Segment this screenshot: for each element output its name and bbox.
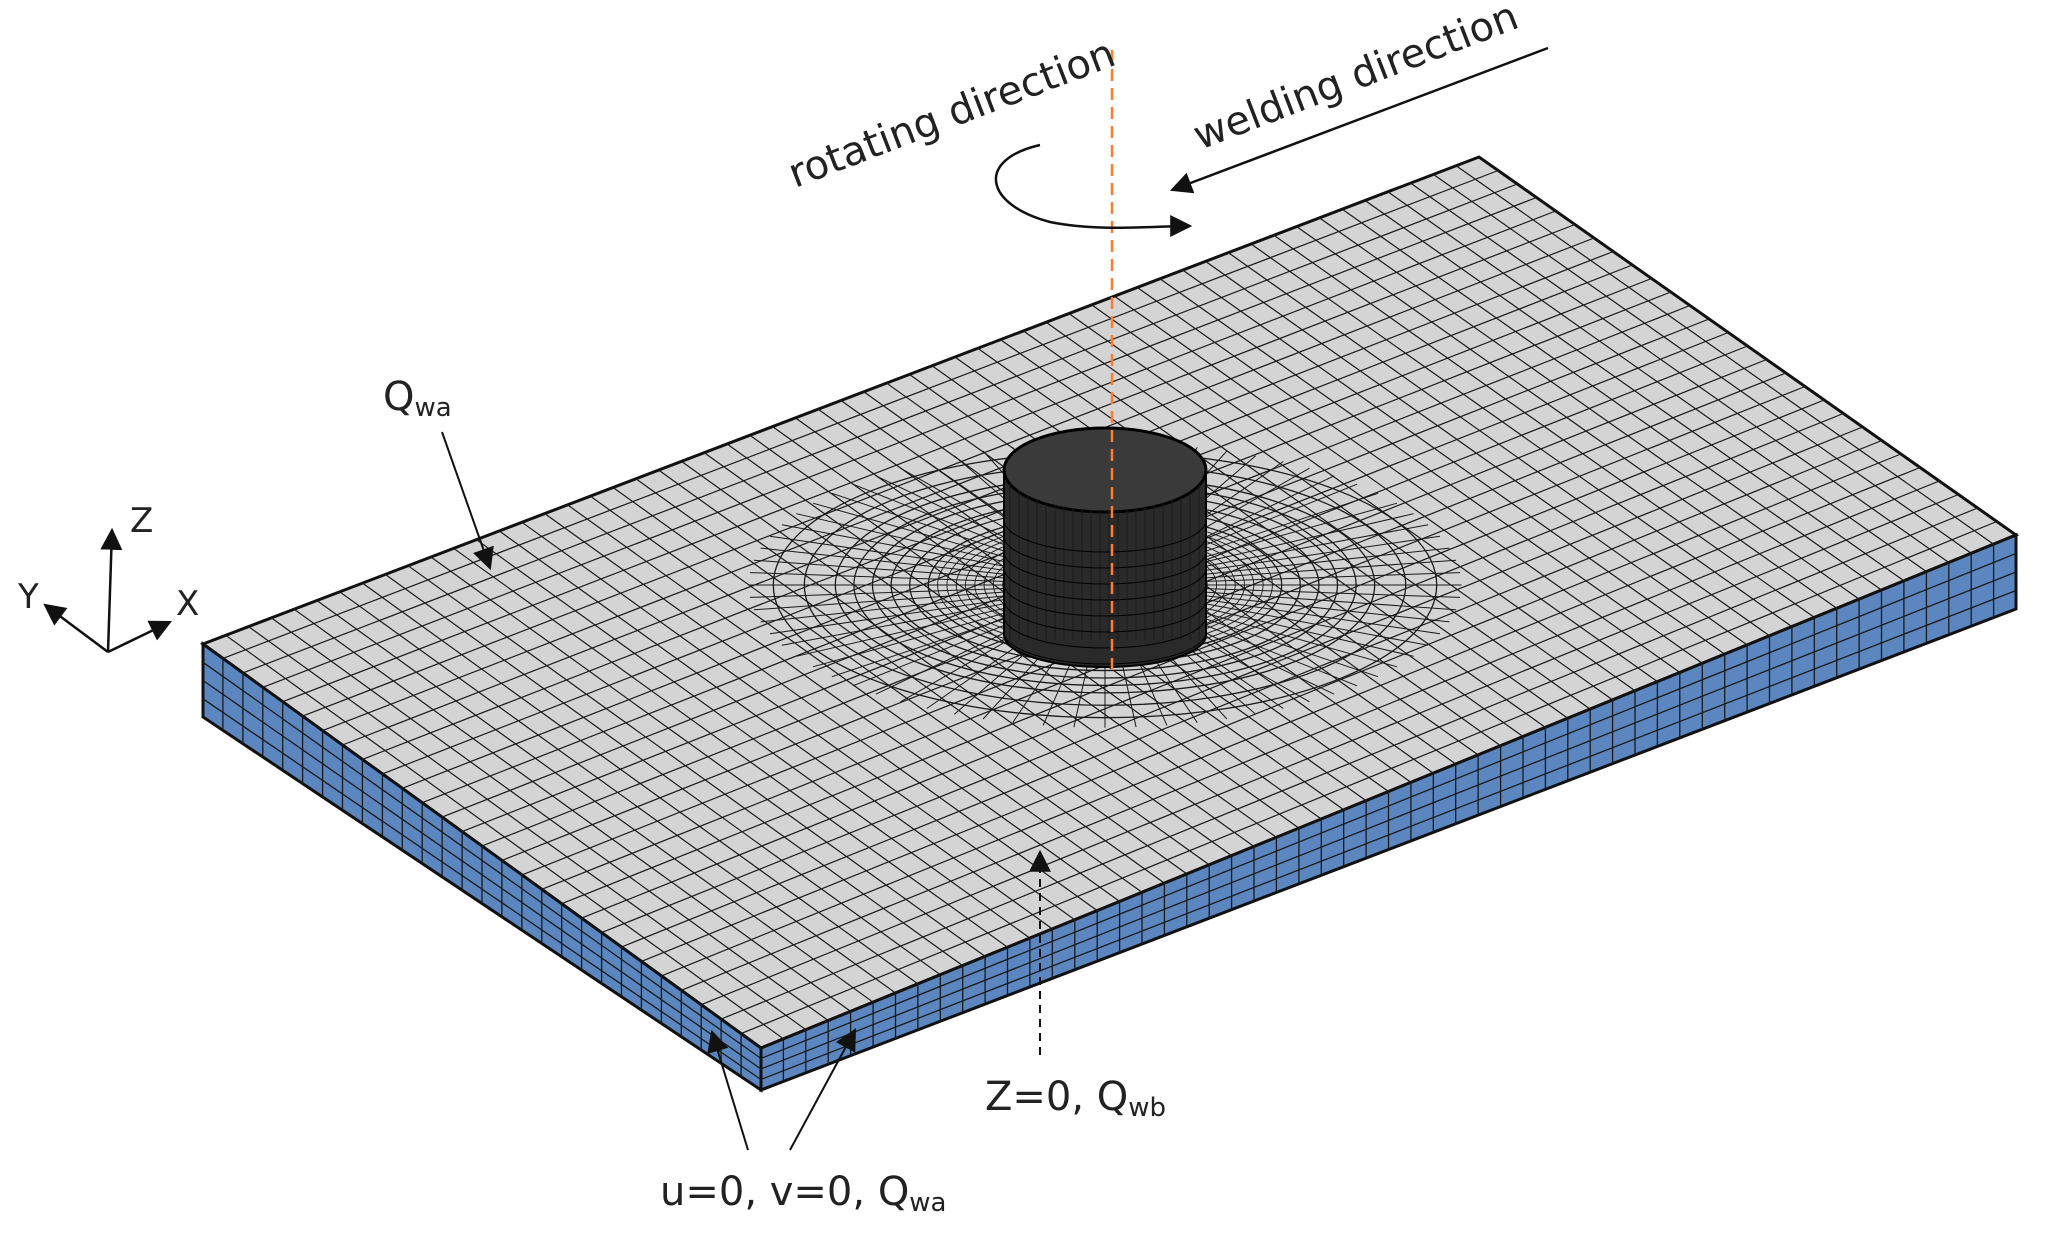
pin-mesh-ring [1003,567,1207,601]
welding-direction-arrow [1169,46,1549,194]
z-axis-arrow [100,527,123,653]
pin-mesh-ring [1003,599,1207,633]
axis-triad: Z X Y [17,501,199,654]
tool-pin-mesh [1003,483,1207,665]
mesh-line [202,679,762,1070]
mesh-line [641,453,1902,962]
pin-mesh-ring [1003,615,1207,649]
tool-pin-top [1002,426,1208,514]
y-axis-label: Y [17,577,39,617]
z-axis-label: Z [130,501,153,541]
mesh-line [222,169,1499,659]
y-axis-arrow [43,603,109,654]
mesh-line [262,196,1537,688]
bottom-surface-label: Z=0, Qwb [985,1074,1166,1123]
side-constraint-leader-left [707,1029,749,1151]
top-surface-heat-sub: wa [414,393,451,423]
mesh-line [282,210,1556,703]
pin-mesh-ring [1003,535,1207,569]
mesh-line [202,661,762,1060]
side-constraint-leader-right [789,1028,857,1151]
mesh-line [322,237,1595,732]
pin-mesh-ring [1003,583,1207,617]
top-surface-leader [441,431,494,571]
side-constraint-main: u=0, v=0, Q [660,1169,909,1215]
left-side-mesh-grid [202,658,762,1081]
tool-pin [1002,426,1208,668]
mesh-line [681,480,1940,991]
mesh-line [362,264,1633,760]
pin-mesh-ring [1003,551,1207,585]
top-surface-heat-label: Qwa [383,374,452,423]
bottom-surface-sub: wb [1128,1093,1166,1123]
side-constraint-label: u=0, v=0, Qwa [660,1169,947,1218]
mesh-line [242,183,1518,674]
mesh-line [760,589,2017,1081]
pin-mesh-ring [1003,519,1207,553]
bottom-surface-main: Z=0, Q [985,1074,1128,1120]
right-side-mesh-grid [760,544,2017,1082]
rotating-direction-label: rotating direction [782,30,1121,197]
mesh-line [760,571,2017,1070]
mesh-line [740,520,1998,1035]
x-axis-arrow [107,620,172,654]
mesh-line [621,439,1883,948]
x-axis-label: X [176,584,199,624]
top-surface-heat-main: Q [383,374,414,420]
mesh-line [760,552,2017,1060]
mesh-line [720,507,1978,1020]
pin-mesh-ring [1003,631,1207,665]
mesh-line [202,698,762,1081]
side-constraint-sub: wa [909,1188,946,1218]
mesh-line [700,493,1959,1006]
welding-direction-label: welding direction [1187,0,1524,159]
mesh-line [661,466,1921,977]
rotating-direction-arrow [994,143,1193,238]
mesh-line [581,412,1844,919]
